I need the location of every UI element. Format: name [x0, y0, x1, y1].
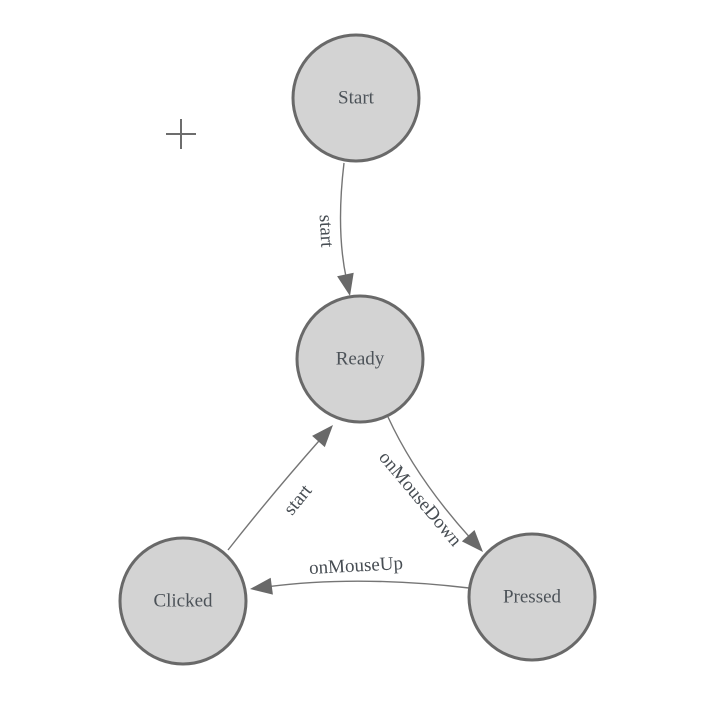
- transition-clicked-to-ready: start: [227, 425, 333, 551]
- transition-pressed-to-clicked: onMouseUp: [250, 553, 470, 595]
- state-node-clicked[interactable]: Clicked: [118, 536, 248, 666]
- transition-start-to-ready: start: [315, 162, 354, 296]
- transition-ready-to-pressed: onMouseDown: [374, 416, 483, 552]
- node-circle[interactable]: [291, 33, 421, 163]
- crosshair-cursor: [166, 119, 196, 149]
- transition-label: start: [280, 480, 317, 519]
- transition-label: onMouseDown: [374, 447, 466, 551]
- node-label: Ready: [336, 349, 385, 370]
- node-label: Start: [338, 88, 375, 109]
- arrowhead-icon: [250, 577, 273, 595]
- transition-line[interactable]: [267, 580, 470, 589]
- transition-label: start: [315, 214, 338, 248]
- transition-line[interactable]: [387, 416, 472, 540]
- node-label: Pressed: [503, 587, 562, 608]
- node-label: Clicked: [153, 591, 213, 612]
- transition-line[interactable]: [227, 438, 322, 551]
- arrowhead-icon: [461, 530, 483, 552]
- transition-line[interactable]: [339, 162, 347, 279]
- state-node-ready[interactable]: Ready: [295, 294, 425, 424]
- transition-label: onMouseUp: [309, 553, 404, 579]
- arrowhead-icon: [312, 425, 333, 448]
- node-circle[interactable]: [295, 294, 425, 424]
- node-circle[interactable]: [118, 536, 248, 666]
- node-circle[interactable]: [467, 532, 597, 662]
- state-node-pressed[interactable]: Pressed: [467, 532, 597, 662]
- arrowhead-icon: [337, 272, 354, 296]
- state-node-start[interactable]: Start: [291, 33, 421, 163]
